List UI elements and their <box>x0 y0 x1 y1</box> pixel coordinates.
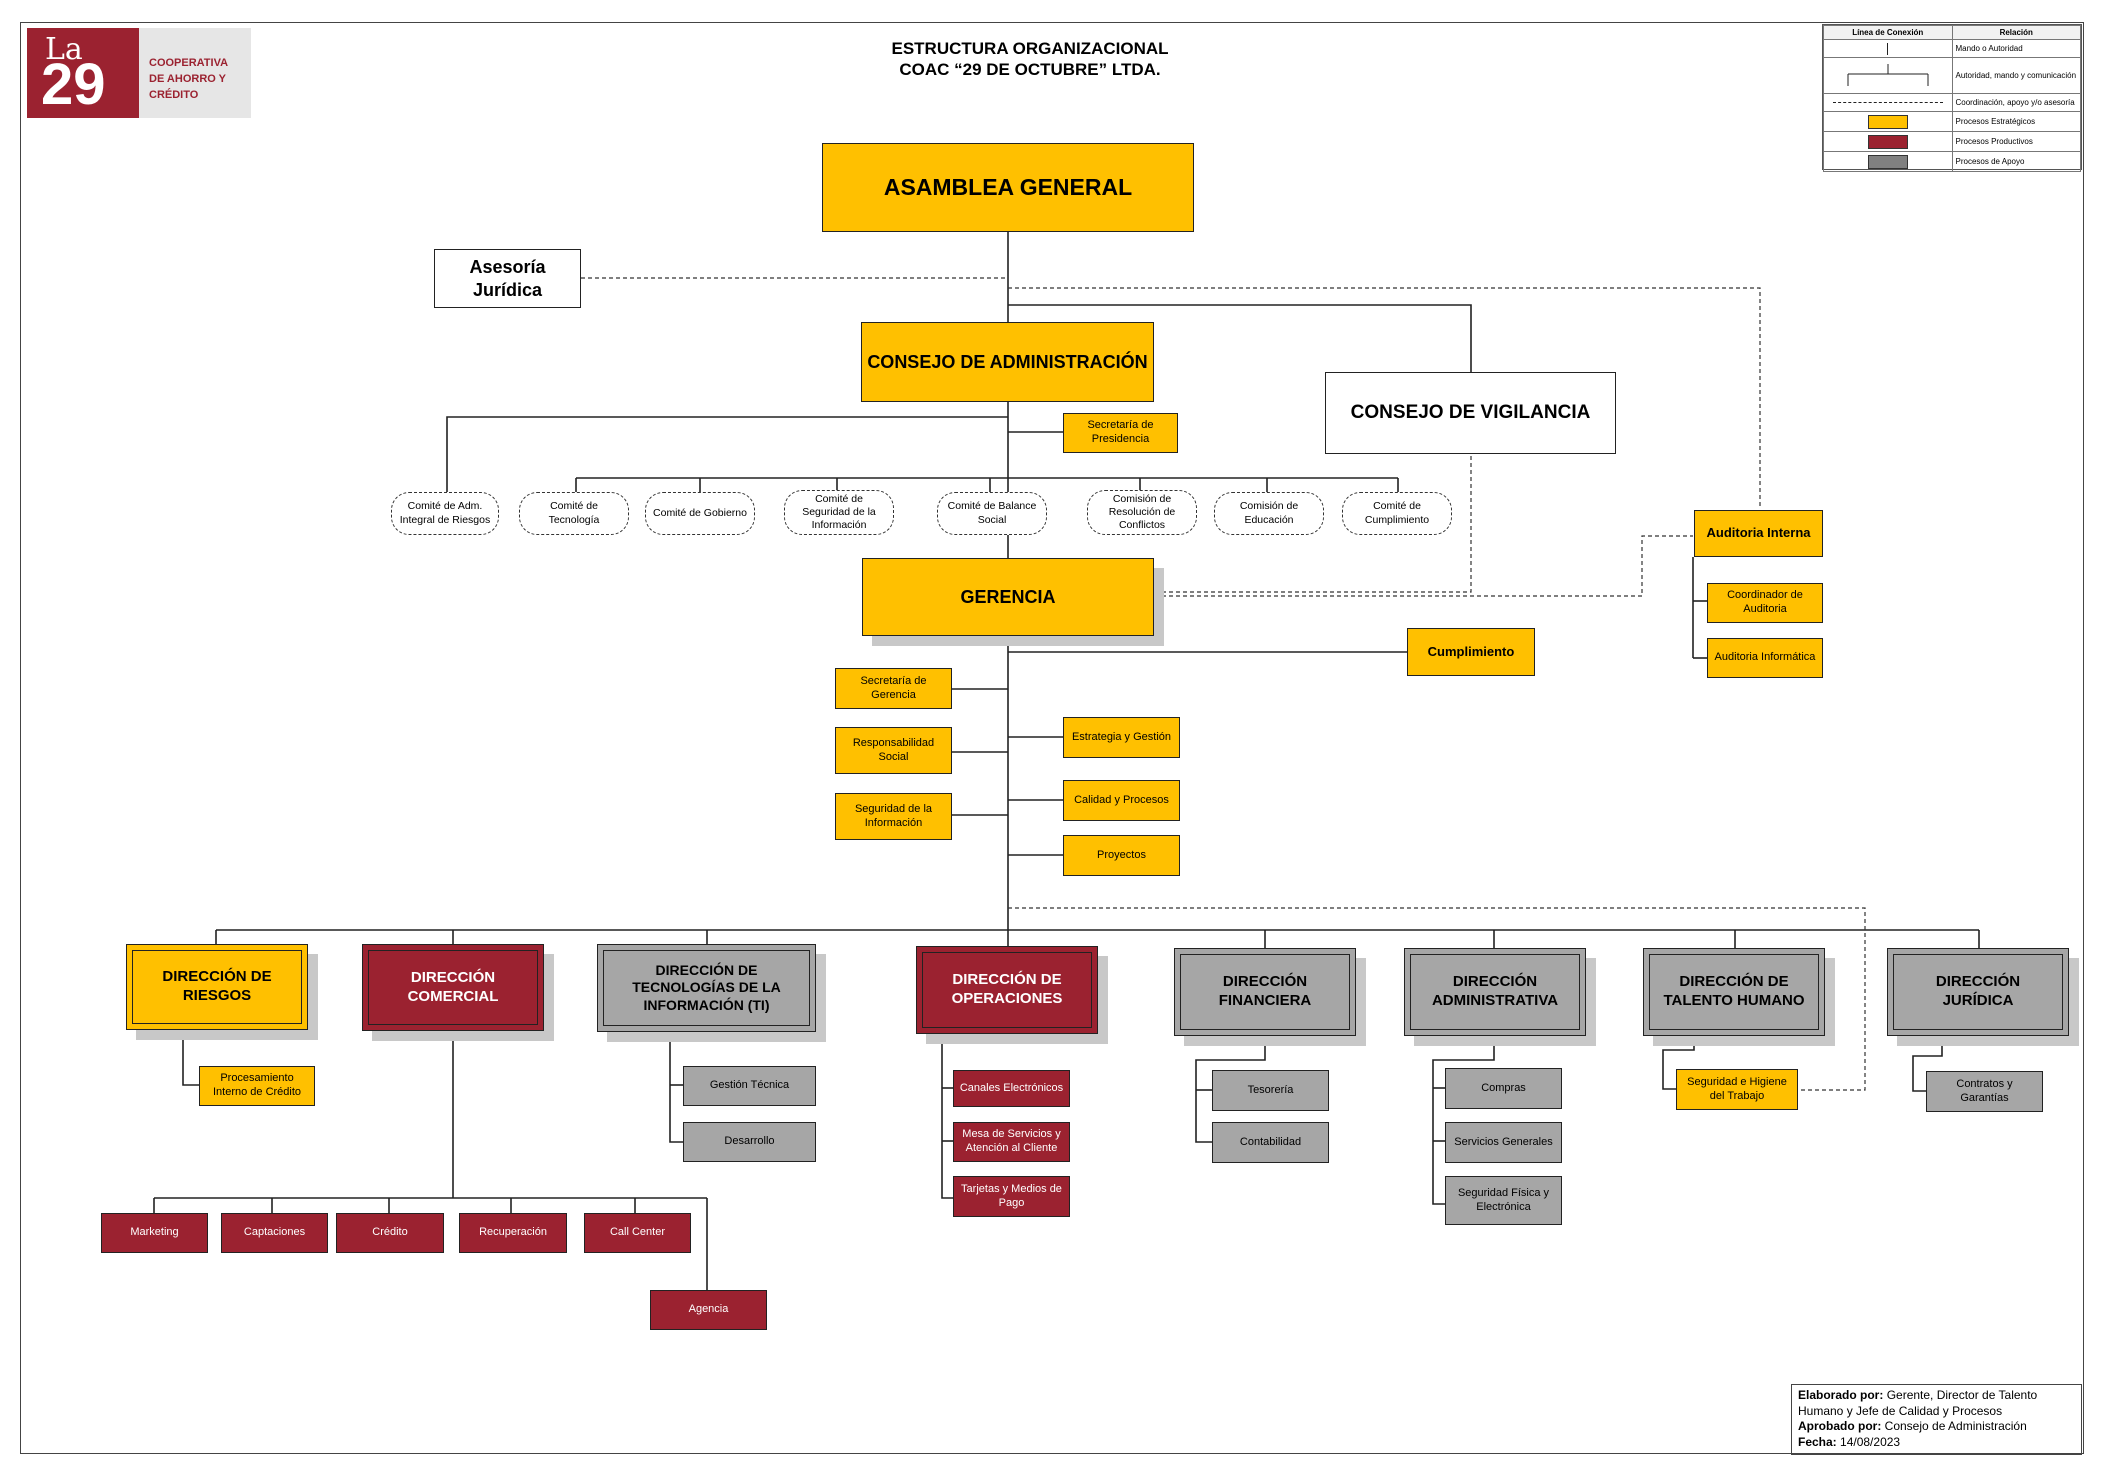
unit-seguridad-higiene[interactable]: Seguridad e Higiene del Trabajo <box>1676 1069 1798 1110</box>
unit-tarjetas[interactable]: Tarjetas y Medios de Pago <box>953 1176 1070 1217</box>
unit-mesa-servicios[interactable]: Mesa de Servicios y Atención al Cliente <box>953 1122 1070 1162</box>
legend: Línea de Conexión Relación Mando o Autor… <box>1822 24 2082 172</box>
legend-header-relation: Relación <box>1951 25 2081 40</box>
node-secretaria-gerencia[interactable]: Secretaría de Gerencia <box>835 668 952 709</box>
unit-agencia[interactable]: Agencia <box>650 1290 767 1330</box>
footer-value: 14/08/2023 <box>1840 1434 1901 1449</box>
node-asamblea-general[interactable]: ASAMBLEA GENERAL <box>822 143 1194 232</box>
legend-header-line: Línea de Conexión <box>1823 25 1953 40</box>
logo: La 29 COOPERATIVA DE AHORRO Y CRÉDITO <box>27 28 251 118</box>
unit-contabilidad[interactable]: Contabilidad <box>1212 1122 1329 1163</box>
direction-juridica[interactable]: DIRECCIÓN JURÍDICA <box>1887 948 2069 1036</box>
node-auditoria-informatica[interactable]: Auditoria Informática <box>1707 638 1823 678</box>
unit-marketing[interactable]: Marketing <box>101 1213 208 1253</box>
unit-recuperacion[interactable]: Recuperación <box>459 1213 567 1253</box>
footer-label: Fecha: <box>1798 1434 1837 1449</box>
unit-credito[interactable]: Crédito <box>336 1213 444 1253</box>
logo-mark-number: 29 <box>41 52 106 117</box>
node-seguridad-informacion[interactable]: Seguridad de la Información <box>835 793 952 840</box>
legend-row-label: Procesos Productivos <box>1951 131 2081 152</box>
direction-financiera[interactable]: DIRECCIÓN FINANCIERA <box>1174 948 1356 1036</box>
committee-gobierno[interactable]: Comité de Gobierno <box>645 492 755 535</box>
node-gerencia[interactable]: GERENCIA <box>862 558 1154 636</box>
node-asesoria-juridica[interactable]: Asesoría Jurídica <box>434 249 581 308</box>
committee-riesgos[interactable]: Comité de Adm. Integral de Riesgos <box>391 492 499 535</box>
legend-row-label: Autoridad, mando y comunicación <box>1951 57 2081 94</box>
node-calidad-procesos[interactable]: Calidad y Procesos <box>1063 780 1180 821</box>
legend-row-label: Procesos de Apoyo <box>1951 151 2081 172</box>
page-frame <box>20 22 2084 1454</box>
direction-administrativa[interactable]: DIRECCIÓN ADMINISTRATIVA <box>1404 948 1586 1036</box>
unit-desarrollo[interactable]: Desarrollo <box>683 1122 816 1162</box>
committee-tecnologia[interactable]: Comité de Tecnología <box>519 492 629 535</box>
legend-row-label: Mando o Autoridad <box>1951 39 2081 58</box>
committee-seguridad-informacion[interactable]: Comité de Seguridad de la Información <box>784 490 894 535</box>
node-secretaria-presidencia[interactable]: Secretaría de Presidencia <box>1063 413 1178 453</box>
logo-text-line: CRÉDITO <box>149 88 199 101</box>
unit-captaciones[interactable]: Captaciones <box>221 1213 328 1253</box>
logo-mark-top: La <box>45 32 83 67</box>
committee-balance-social[interactable]: Comité de Balance Social <box>937 492 1047 535</box>
legend-solid-line <box>1823 39 1953 58</box>
legend-swatch-productive <box>1823 131 1953 152</box>
direction-riesgos[interactable]: DIRECCIÓN DE RIESGOS <box>126 944 308 1030</box>
node-consejo-vigilancia[interactable]: CONSEJO DE VIGILANCIA <box>1325 372 1616 454</box>
unit-seguridad-fisica[interactable]: Seguridad Física y Electrónica <box>1445 1176 1562 1225</box>
legend-swatch-strategic <box>1823 111 1953 132</box>
title-line: COAC “29 DE OCTUBRE” LTDA. <box>899 60 1161 80</box>
unit-contratos-garantias[interactable]: Contratos y Garantías <box>1926 1071 2043 1112</box>
committee-resolucion-conflictos[interactable]: Comisión de Resolución de Conflictos <box>1087 490 1197 535</box>
committee-educacion[interactable]: Comisión de Educación <box>1214 492 1324 535</box>
unit-compras[interactable]: Compras <box>1445 1068 1562 1109</box>
logo-text: COOPERATIVA DE AHORRO Y CRÉDITO <box>139 28 251 118</box>
unit-servicios-generales[interactable]: Servicios Generales <box>1445 1122 1562 1163</box>
footer-approval: Elaborado por: Gerente, Director de Tale… <box>1791 1384 2082 1455</box>
direction-operaciones[interactable]: DIRECCIÓN DE OPERACIONES <box>916 946 1098 1034</box>
committee-cumplimiento[interactable]: Comité de Cumplimiento <box>1342 492 1452 535</box>
logo-text-line: DE AHORRO Y <box>149 72 227 85</box>
legend-row-label: Coordinación, apoyo y/o asesoría <box>1951 93 2081 112</box>
footer-label: Elaborado por: <box>1798 1388 1884 1402</box>
node-cumplimiento[interactable]: Cumplimiento <box>1407 628 1535 676</box>
legend-dashed-line <box>1823 93 1953 112</box>
logo-mark: La 29 <box>27 28 139 118</box>
node-consejo-administracion[interactable]: CONSEJO DE ADMINISTRACIÓN <box>861 322 1154 402</box>
unit-canales-electronicos[interactable]: Canales Electrónicos <box>953 1070 1070 1107</box>
node-responsabilidad-social[interactable]: Responsabilidad Social <box>835 727 952 774</box>
unit-procesamiento-credito[interactable]: Procesamiento Interno de Crédito <box>199 1066 315 1106</box>
footer-label: Aprobado por: <box>1798 1419 1882 1434</box>
legend-tree-line <box>1823 57 1953 94</box>
footer-value: Consejo de Administración <box>1884 1419 2027 1434</box>
node-auditoria-interna[interactable]: Auditoria Interna <box>1694 510 1823 557</box>
unit-call-center[interactable]: Call Center <box>584 1213 691 1253</box>
logo-text-line: COOPERATIVA <box>149 57 229 69</box>
node-estrategia-gestion[interactable]: Estrategia y Gestión <box>1063 717 1180 758</box>
direction-ti[interactable]: DIRECCIÓN DE TECNOLOGÍAS DE LA INFORMACI… <box>597 944 816 1032</box>
node-proyectos[interactable]: Proyectos <box>1063 835 1180 876</box>
page-title: ESTRUCTURA ORGANIZACIONAL COAC “29 DE OC… <box>820 38 1240 81</box>
legend-row-label: Procesos Estratégicos <box>1951 111 2081 132</box>
legend-swatch-support <box>1823 151 1953 172</box>
node-coordinador-auditoria[interactable]: Coordinador de Auditoria <box>1707 583 1823 623</box>
unit-tesoreria[interactable]: Tesorería <box>1212 1070 1329 1111</box>
direction-talento-humano[interactable]: DIRECCIÓN DE TALENTO HUMANO <box>1643 948 1825 1036</box>
title-line: ESTRUCTURA ORGANIZACIONAL <box>891 39 1169 58</box>
unit-gestion-tecnica[interactable]: Gestión Técnica <box>683 1066 816 1106</box>
footer-value: Gerente, Director de Talento Humano y Je… <box>1798 1388 2038 1418</box>
direction-comercial[interactable]: DIRECCIÓN COMERCIAL <box>362 944 544 1031</box>
